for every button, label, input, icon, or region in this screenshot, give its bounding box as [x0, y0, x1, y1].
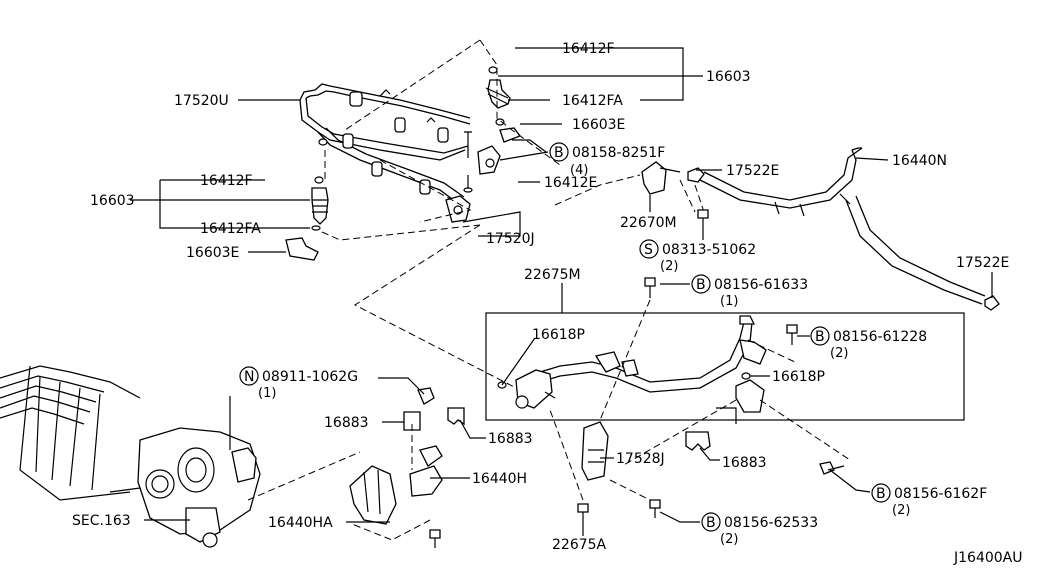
label-17522E-right: 17522E [956, 255, 1009, 271]
label-17520U: 17520U [174, 93, 229, 109]
label-17520J: 17520J [486, 231, 535, 247]
label-16412F-left: 16412F [200, 173, 253, 189]
label-08158-8251F: 08158-8251F [572, 145, 665, 161]
svg-text:B: B [706, 515, 716, 531]
throttle-body [109, 396, 261, 548]
dashed-reference-lines [344, 39, 706, 391]
label-08156-61633-qty: (1) [720, 294, 738, 309]
label-08156-61228-qty: (2) [830, 346, 848, 361]
bracket-right [621, 379, 851, 467]
label-22675A: 22675A [552, 537, 607, 553]
leader-lines [130, 47, 993, 536]
fuel-rail-assembly [299, 83, 501, 223]
diagram-id: J16400AU [953, 550, 1023, 566]
svg-text:S: S [644, 242, 653, 258]
label-16412FA-top: 16412FA [562, 93, 623, 109]
label-16412E: 16412E [544, 175, 597, 191]
label-08313-51062: 08313-51062 [662, 242, 756, 258]
label-16412FA-left: 16412FA [200, 221, 261, 237]
label-17528J: 17528J [616, 451, 665, 467]
label-08156-62533-qty: (2) [720, 532, 738, 547]
fuel-tube-22675M [497, 315, 796, 409]
label-16618P-right: 16618P [772, 369, 825, 385]
label-16603E-left: 16603E [186, 245, 239, 261]
bolt-symbol-08156-6162F: B [871, 483, 891, 503]
label-08313-qty: (2) [660, 259, 678, 274]
label-08156-62533: 08156-62533 [724, 515, 818, 531]
label-22670M: 22670M [620, 215, 677, 231]
svg-text:B: B [696, 277, 706, 293]
label-08156-6162F: 08156-6162F [894, 486, 987, 502]
bracket-17528J [549, 409, 661, 524]
injector-left [285, 138, 481, 261]
bolt-symbol-08158: B [549, 142, 569, 162]
svg-text:B: B [876, 486, 886, 502]
label-16883-c: 16883 [722, 455, 767, 471]
fuel-hose-16440N [641, 147, 1000, 311]
bolts-box [599, 277, 798, 421]
label-16883-b: 16883 [488, 431, 533, 447]
label-08911-1062G: 08911-1062G [262, 369, 358, 385]
svg-text:B: B [554, 145, 564, 161]
bolt-symbol-08156-62533: B [701, 512, 721, 532]
label-17522E-top: 17522E [726, 163, 779, 179]
label-16603E-top: 16603E [572, 117, 625, 133]
screw-symbol-08313: S [639, 239, 659, 259]
label-22675M: 22675M [524, 267, 581, 283]
label-16883-a: 16883 [324, 415, 369, 431]
assembly-box-22675M [485, 312, 965, 421]
label-16618P-left: 16618P [532, 327, 585, 343]
part-labels: 16412F 16603 16412FA 16603E 17520U 08158… [72, 41, 1023, 566]
label-08156-61228: 08156-61228 [833, 329, 927, 345]
intake-manifold [0, 365, 141, 501]
label-08911-qty: (1) [258, 386, 276, 401]
label-08156-6162F-qty: (2) [892, 503, 910, 518]
nut-symbol-08911: N [239, 366, 259, 386]
label-16603-top: 16603 [706, 69, 751, 85]
label-16440HA: 16440HA [268, 515, 333, 531]
svg-text:B: B [815, 329, 825, 345]
label-sec163: SEC.163 [72, 513, 131, 529]
label-16440N: 16440N [892, 153, 947, 169]
bolt-symbol-08156-61228: B [810, 326, 830, 346]
clip-16883-right [685, 431, 845, 475]
svg-text:N: N [244, 369, 254, 385]
label-16412F-top: 16412F [562, 41, 615, 57]
injector-top [479, 39, 561, 166]
label-08158-qty: (4) [570, 163, 588, 178]
label-08156-61633: 08156-61633 [714, 277, 808, 293]
label-16440H: 16440H [472, 471, 527, 487]
bolt-symbol-08156-61633: B [691, 274, 711, 294]
label-16603-left: 16603 [90, 193, 135, 209]
